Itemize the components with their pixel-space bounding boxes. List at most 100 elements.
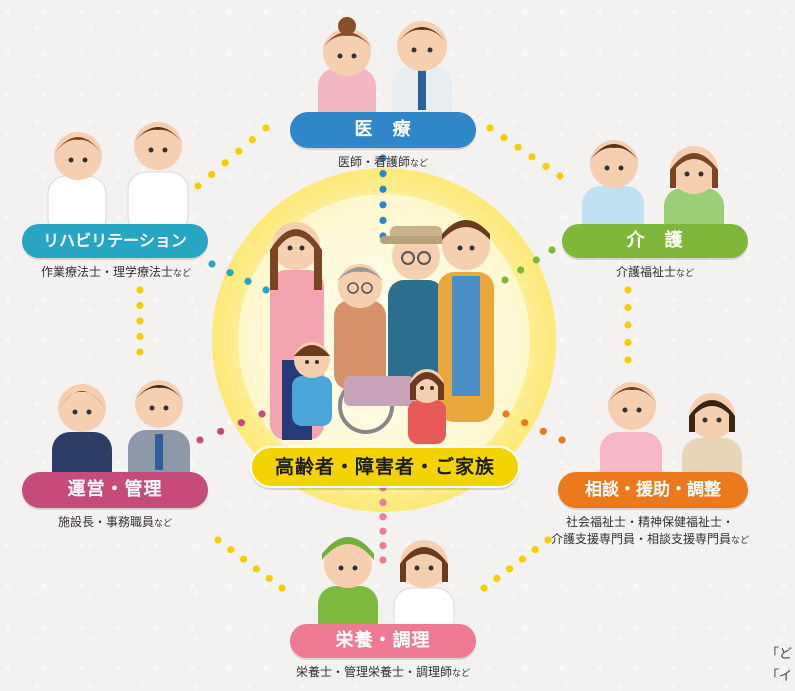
connector-dot <box>506 565 514 573</box>
role-pill-management: 運営・管理 <box>22 472 208 508</box>
connector-dot <box>217 427 225 435</box>
nutrition-staff-illustration <box>318 537 455 630</box>
connector-dot <box>208 260 216 268</box>
connector-dot <box>379 170 387 178</box>
connector-dot <box>194 182 202 190</box>
connector-dot <box>379 201 387 209</box>
care-staff-illustration <box>582 140 724 230</box>
role-sub-text: 介護福祉士 <box>615 265 676 279</box>
role-sub-nutrition: 栄養士・管理栄養士・調理師など <box>250 664 516 683</box>
role-label-management: 運営・管理 <box>67 479 163 500</box>
connector-dot <box>542 162 550 170</box>
connector-dot <box>136 286 144 294</box>
center-label: 高齢者・障害者・ご家族 <box>274 456 495 478</box>
connector-dot <box>244 277 252 285</box>
role-sub-text: 栄養士・管理栄養士・調理師 <box>295 665 452 679</box>
role-sub-medical: 医師・看護師など <box>290 154 476 173</box>
connector-dot <box>624 303 632 312</box>
connector-dot <box>486 124 494 132</box>
connector-dot <box>493 574 501 583</box>
connector-dot <box>136 348 144 356</box>
connector-dot <box>544 536 552 544</box>
connector-dot <box>518 555 527 563</box>
connector-dot <box>379 542 387 550</box>
connector-dot <box>558 436 566 444</box>
connector-dot <box>514 143 522 151</box>
role-sub-text: 施設長・事務職員 <box>57 515 154 529</box>
consult-staff-illustration <box>600 382 742 478</box>
role-label-care: 介 護 <box>626 230 684 251</box>
role-sub-management: 施設長・事務職員など <box>22 514 208 533</box>
connector-dot <box>379 498 387 506</box>
connector-dot <box>136 332 144 341</box>
role-sub-text-line2: 介護支援専門員・相談支援専門員 <box>550 532 731 546</box>
role-sub-suffix: など <box>173 269 192 279</box>
role-sub-text: 作業療法士・理学療法士 <box>40 265 173 279</box>
connector-dot <box>517 266 525 274</box>
role-sub-suffix: など <box>731 536 750 546</box>
connector-dot <box>214 536 222 544</box>
connector-dot <box>531 546 539 554</box>
role-pill-rehab: リハビリテーション <box>22 224 208 258</box>
connector-dot <box>208 170 216 178</box>
role-pill-consult: 相談・援助・調整 <box>558 472 748 508</box>
connector-dot <box>539 427 547 435</box>
connector-dot <box>265 574 273 583</box>
connector-dot <box>528 153 536 161</box>
connector-dot <box>221 159 229 167</box>
rehab-staff-illustration <box>47 122 189 226</box>
corner-text-line1: 「ど <box>766 647 793 662</box>
corner-text-line2: 「イ <box>766 669 793 684</box>
role-label-nutrition: 栄養・調理 <box>335 630 431 651</box>
connector-dot <box>521 419 529 427</box>
role-sub-suffix: など <box>676 269 695 279</box>
connector-dot <box>556 172 564 180</box>
connector-dot <box>379 527 387 535</box>
connector-dot <box>226 269 234 277</box>
connector-dot <box>248 136 256 144</box>
connector-dot <box>480 584 488 592</box>
connector-dot <box>532 256 540 264</box>
role-label-consult: 相談・援助・調整 <box>585 480 721 500</box>
connector-dot <box>502 410 510 418</box>
role-sub-suffix: など <box>410 159 429 169</box>
connector-dot <box>501 276 509 284</box>
connector-dot <box>235 147 243 155</box>
connector-dot <box>136 317 144 325</box>
connector-dot <box>262 124 270 132</box>
connector-dot <box>548 246 556 254</box>
connector-dot <box>258 410 266 418</box>
connector-dot <box>196 436 204 444</box>
connector-dot <box>500 134 508 142</box>
center-label-pill: 高齢者・障害者・ご家族 <box>250 446 520 488</box>
role-sub-text-line1: 社会福祉士・精神保健福祉士・ <box>565 515 734 529</box>
role-sub-text: 医師・看護師 <box>337 155 410 169</box>
connector-dot <box>262 286 270 294</box>
family-illustration <box>270 220 494 444</box>
connector-dot <box>278 584 286 592</box>
role-sub-suffix: など <box>452 669 471 679</box>
management-staff-illustration <box>52 380 190 474</box>
role-sub-suffix: など <box>154 519 173 529</box>
connector-dot <box>379 513 387 521</box>
connector-dot <box>379 154 387 162</box>
role-sub-care: 介護福祉士など <box>562 264 748 283</box>
connector-dot <box>227 546 235 554</box>
medical-staff-illustration <box>318 17 452 116</box>
role-sub-consult: 社会福祉士・精神保健福祉士・ 介護支援専門員・相談支援専門員など <box>506 514 794 550</box>
corner-text: 「ど 「イ <box>766 644 792 688</box>
role-pill-care: 介 護 <box>562 224 748 258</box>
connector-dot <box>240 555 248 563</box>
role-label-rehab: リハビリテーション <box>43 231 187 250</box>
connector-dot <box>624 356 632 364</box>
role-sub-rehab: 作業療法士・理学療法士など <box>0 264 232 283</box>
connector-dot <box>379 556 387 564</box>
role-pill-medical: 医 療 <box>290 112 476 148</box>
role-label-medical: 医 療 <box>354 119 412 140</box>
connector-dot <box>379 216 387 224</box>
connector-dot <box>624 338 632 347</box>
connector-dot <box>237 419 245 427</box>
connector-dot <box>379 185 387 193</box>
connector-dot <box>252 565 260 573</box>
connector-dot <box>624 321 632 329</box>
